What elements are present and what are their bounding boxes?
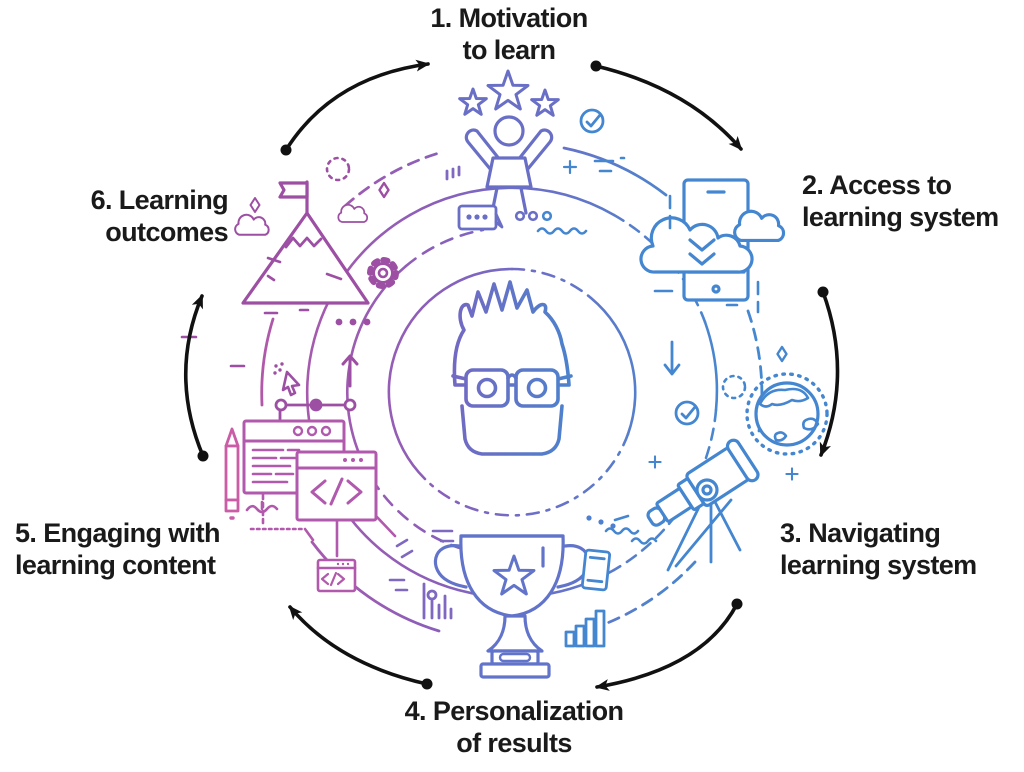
stage-label-1: 1. Motivation to learn	[430, 2, 588, 66]
station5-decor-dots	[180, 308, 371, 368]
stage-1-line-1: 1. Motivation	[430, 3, 588, 33]
mountain-flag-icon	[241, 180, 370, 305]
stage-2-line-1: 2. Access to	[802, 170, 952, 200]
gear-icon	[370, 260, 396, 286]
stage-label-2: 2. Access to learning system	[802, 169, 999, 233]
telescope-icon	[646, 438, 760, 572]
cloud-icon	[234, 213, 270, 236]
globe-icon	[745, 372, 829, 456]
dashed-circle-icon	[721, 374, 747, 400]
sparkle-icon	[776, 345, 788, 363]
stage-5-line-2: learning content	[15, 550, 216, 580]
cloud-download-device-icon	[639, 178, 786, 302]
dashed-circle-icon	[325, 156, 351, 182]
stage-4-line-2: of results	[456, 728, 572, 758]
stage-6-line-2: outcomes	[105, 217, 228, 247]
inner-ring	[387, 267, 637, 517]
down-arrow-icon	[663, 340, 681, 376]
stage-label-6: 6. Learning outcomes	[90, 184, 229, 248]
arrow-6-to-1	[280, 59, 430, 156]
celebrating-person-stars-icon	[460, 71, 559, 215]
station2-decor	[653, 194, 788, 400]
station5-connectors	[245, 493, 397, 558]
learner-face-glasses-icon	[451, 280, 573, 456]
arrow-4-to-5	[288, 605, 433, 690]
dots-and-squiggle-decor	[445, 165, 588, 235]
stage-2-line-2: learning system	[802, 202, 999, 232]
smartphone-icon	[580, 548, 612, 592]
right-top-decor	[562, 108, 626, 175]
up-arrow-icon	[341, 354, 359, 388]
node-graph-icon	[274, 398, 357, 423]
stage-5-line-1: 5. Engaging with	[15, 518, 221, 548]
code-window-icon	[295, 450, 378, 522]
station4-decor	[388, 529, 455, 592]
stage-label-5: 5. Engaging with learning content	[15, 517, 221, 581]
stage-4-line-1: 4. Personalization	[404, 696, 624, 726]
sparkle-icon	[249, 197, 261, 213]
stage-6-line-1: 6. Learning	[90, 185, 229, 215]
arrow-2-to-3	[817, 286, 840, 457]
stage-3-line-1: 3. Navigating	[780, 518, 941, 548]
stage-label-4: 4. Personalization of results	[405, 695, 624, 759]
bar-chart-icon	[564, 609, 606, 648]
cursor-arrow-icon	[273, 362, 301, 397]
cloud-icon	[337, 203, 369, 223]
lollipop-chart-icon	[422, 582, 453, 620]
stage-3-line-2: learning system	[780, 550, 977, 580]
stage-1-line-2: to learn	[462, 35, 556, 65]
flow-arrows	[184, 59, 840, 691]
speech-bubble-icon	[457, 204, 504, 231]
arrow-3-to-4	[595, 598, 743, 691]
small-code-window-icon	[316, 558, 357, 593]
arrow-5-to-6	[184, 294, 209, 462]
stage-label-3: 3. Navigating learning system	[780, 517, 977, 581]
arrow-1-to-2	[590, 60, 743, 151]
trophy-star-icon	[433, 536, 591, 679]
sparkle-icon	[378, 181, 390, 199]
station3-decor	[586, 400, 799, 545]
pencil-icon	[224, 427, 240, 520]
